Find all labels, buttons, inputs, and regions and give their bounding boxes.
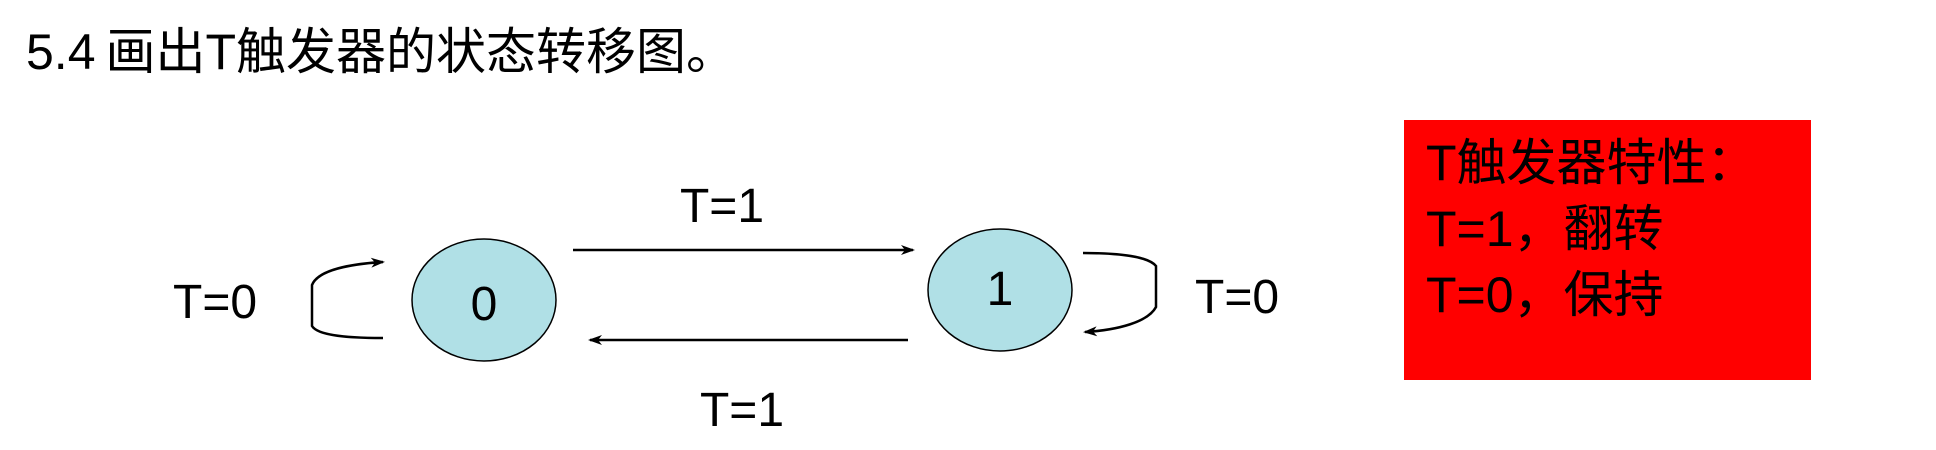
- note-line-hold: T=0，保持: [1426, 267, 1664, 323]
- self-loop-label-1: T=0: [1195, 271, 1279, 324]
- note-line-toggle: T=1，翻转: [1426, 201, 1664, 257]
- note-title: T触发器特性：: [1426, 135, 1757, 191]
- transition-label-0-to-1: T=1: [680, 180, 764, 233]
- state-label-0: 0: [471, 278, 498, 331]
- self-loop-arrow-0: [310, 257, 385, 340]
- question-text: 画出T触发器的状态转移图。: [105, 24, 737, 80]
- section-number: 5.4: [26, 24, 96, 80]
- state-node-1: 1: [927, 228, 1073, 352]
- transition-label-1-to-0: T=1: [700, 384, 784, 437]
- self-loop-label-0: T=0: [173, 276, 257, 329]
- state-circle-1: [927, 228, 1073, 352]
- self-loop-arrow-1: [1082, 251, 1158, 337]
- t-flipflop-property-note: T触发器特性： T=1，翻转 T=0，保持: [1404, 120, 1811, 380]
- state-node-0: 0: [411, 238, 557, 362]
- state-circle-0: [411, 238, 557, 362]
- state-label-1: 1: [987, 263, 1014, 316]
